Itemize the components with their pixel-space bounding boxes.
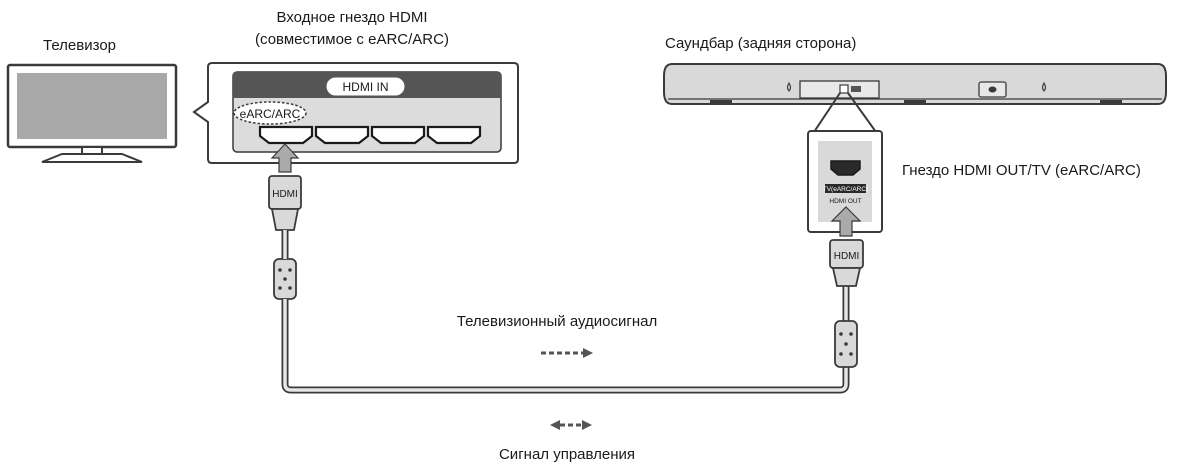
power-socket-icon (988, 86, 997, 93)
plug-boot-tv (270, 208, 300, 231)
control-signal-arrow (550, 420, 592, 430)
jack-label-line2: HDMI OUT (829, 198, 861, 205)
hdmi-in-label-line2: (совместимое с eARC/ARC) (255, 31, 449, 48)
soundbar-label: Саундбар (задняя сторона) (665, 35, 857, 52)
hdmi-out-tv-label: Гнездо HDMI OUT/TV (eARC/ARC) (902, 162, 1141, 179)
hdmi-ports (258, 125, 482, 145)
soundbar-hdmi-jack-mini (839, 84, 849, 94)
soundbar-body (663, 63, 1167, 105)
soundbar-icon (663, 63, 1167, 105)
earc-tag-outline (233, 101, 307, 125)
ferrite-dot (288, 268, 292, 272)
ferrite-dot (849, 332, 853, 336)
ferrite-dot (278, 268, 282, 272)
cable-inner (283, 230, 848, 392)
ferrite-dot (278, 286, 282, 290)
hdmi-in-callout: HDMI IN eARC/ARC (192, 62, 519, 164)
jack-label-line1: TV(eARC/ARC) (823, 186, 869, 193)
control-signal-label: Сигнал управления (498, 446, 636, 463)
plug-boot-soundbar (831, 267, 862, 287)
hdmi-out-port (830, 160, 861, 176)
hdmi-plug-soundbar-label: HDMI (834, 251, 860, 262)
tv-label: Телевизор (43, 37, 117, 54)
ferrite-dot (839, 332, 843, 336)
cable-outer (281, 230, 850, 394)
tv-screen (17, 73, 167, 139)
hdmi-in-header-pill (326, 77, 405, 96)
plug-insert-arrow-soundbar (830, 206, 862, 237)
zoom-lines (813, 92, 877, 133)
earc-tag-text: eARC/ARC (240, 107, 301, 121)
hdmi-cable (281, 230, 850, 394)
hdmi-plug-tv-label: HDMI (272, 189, 298, 200)
hdmi-in-label-line1: Входное гнездо HDMI (276, 9, 428, 26)
ferrite-dot (849, 352, 853, 356)
hdmi-port-2 (314, 125, 370, 145)
soundbar-small-jack (851, 86, 861, 92)
tv-icon (6, 63, 178, 163)
ferrite-dot (283, 277, 287, 281)
soundbar-screw-hole (1041, 81, 1047, 92)
tv-stand (41, 153, 143, 163)
tv-audio-signal-arrow (541, 348, 593, 358)
hdmi-port-4 (426, 125, 482, 145)
tv-audio-signal-label: Телевизионный аудиосигнал (456, 313, 658, 330)
plug-insert-arrow-tv (270, 143, 300, 173)
cable-tv-side: HDMI (268, 143, 302, 300)
soundbar-vents (710, 100, 1122, 103)
cable-soundbar-side: HDMI (829, 206, 864, 368)
ferrite-dot (288, 286, 292, 290)
soundbar-screw-hole (786, 81, 792, 92)
ferrite-dot (839, 352, 843, 356)
ferrite-dot (844, 342, 848, 346)
hdmi-in-header-text: HDMI IN (343, 80, 389, 94)
hdmi-port-1 (258, 125, 314, 145)
jack-label-bg (825, 184, 866, 193)
hdmi-port-3 (370, 125, 426, 145)
